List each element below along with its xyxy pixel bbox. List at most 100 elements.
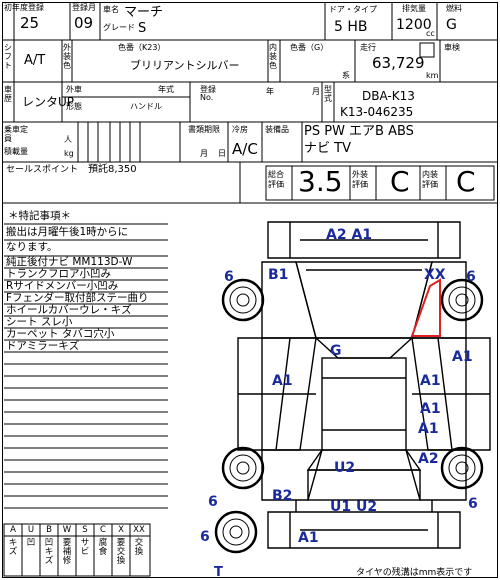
doc-day-unit: 日	[218, 149, 226, 158]
damage-windshield: G	[330, 343, 342, 359]
legend-code: W	[62, 525, 72, 535]
sales-point-value: 預託8,350	[88, 164, 137, 175]
note-line: 搬出は月曜午後1時からに	[6, 226, 129, 238]
damage-right-rear-door: A1	[420, 401, 441, 417]
reg-month-value: 09	[74, 14, 94, 32]
legend-meaning: 凹キズ	[44, 538, 54, 566]
tire-rear-left: 6	[208, 494, 218, 510]
damage-left-rear-quarter: B2	[272, 488, 293, 504]
damage-right-cowl: A1	[452, 349, 473, 365]
equipment-label: 装備品	[265, 125, 289, 134]
damage-trunk: U2	[334, 460, 356, 476]
inspection-label: 車検	[444, 43, 460, 52]
history-value: レンタUP	[22, 95, 75, 109]
chassis-value: K13-046235	[340, 105, 414, 119]
door-type-label: ドア・タイプ	[329, 5, 377, 14]
capacity-label: 乗車定員	[4, 125, 28, 143]
damage-rear-bumper: A1	[298, 530, 319, 546]
ac-value: A/C	[232, 140, 258, 158]
model-value: DBA-K13	[362, 89, 415, 103]
note-line: Fフェンダー取付部ステー曲り	[6, 292, 149, 304]
grade-label: グレード	[103, 23, 135, 32]
reg-month-label: 登録月	[72, 3, 96, 12]
car-name-label: 車名	[103, 5, 119, 14]
legend-code: X	[118, 525, 124, 535]
capacity-unit: 人	[64, 135, 72, 144]
model-label: 型式	[324, 85, 332, 103]
damage-right-rear-fender: A2	[418, 451, 439, 467]
handle-label: ハンドル	[130, 102, 162, 111]
fuel-label: 燃料	[446, 4, 462, 13]
mileage-value: 63,729	[372, 54, 425, 72]
legend-code: S	[82, 525, 88, 535]
car-name-value: マーチ	[124, 5, 164, 20]
displacement-unit: cc	[426, 29, 435, 38]
interior-color-code-label: 色番（G）	[290, 43, 329, 52]
legend-code: C	[100, 525, 106, 535]
tire-front-left: 6	[224, 269, 234, 285]
load-unit: kg	[64, 149, 74, 158]
shift-value: A/T	[24, 53, 46, 68]
interior-score-value: C	[456, 165, 476, 198]
first-reg-label: 初年度登録	[4, 3, 44, 12]
first-reg-value: 25	[20, 14, 40, 32]
tire-tread-note: タイヤの残溝はmm表示です	[356, 568, 473, 578]
equipment-line2: ナビ TV	[304, 141, 351, 156]
note-line: カーペット タバコ穴小	[6, 328, 115, 340]
mileage-unit: km	[426, 71, 439, 80]
load-label: 積載量	[4, 147, 28, 156]
note-line: ホイールカバーウレ・キズ	[6, 304, 132, 316]
registration-no-label: 登録 No.	[200, 85, 216, 102]
tire-front-right: 6	[466, 269, 476, 285]
damage-left-door: A1	[272, 373, 293, 389]
door-type-value: 5 HB	[334, 19, 368, 35]
shape-label: 形態	[66, 102, 82, 111]
color-code-label: 色番（K23）	[118, 43, 166, 52]
note-line: シート スレ小	[6, 316, 73, 328]
equipment-line1: PS PW エアB ABS	[304, 124, 414, 139]
legend-meaning: 凹	[26, 538, 36, 548]
interior-color-label: 内装色	[269, 43, 277, 70]
foreign-car-label: 外車	[66, 85, 82, 94]
damage-right-front-door: A1	[420, 373, 441, 389]
color-value: ブリリアントシルバー	[130, 59, 240, 72]
doc-deadline-label: 書類期限	[188, 125, 220, 134]
interior-score-label: 内装評価	[422, 170, 438, 190]
legend-meaning: キズ	[8, 538, 18, 557]
notes-title: ＊特記事項＊	[8, 210, 71, 222]
month-label: 月	[312, 87, 320, 96]
legend-meaning: 交換	[134, 538, 144, 557]
shift-label: シフト	[4, 43, 12, 70]
overall-score-label: 総合評価	[268, 170, 284, 190]
doc-month-unit: 月	[200, 149, 208, 158]
exterior-score-value: C	[390, 165, 410, 198]
history-label: 車歴	[4, 85, 12, 103]
damage-right-front-fender: XX	[424, 267, 446, 283]
tire-spare: 6	[200, 529, 210, 545]
wheels	[214, 278, 484, 554]
damage-highlight	[410, 278, 441, 337]
displacement-label: 排気量	[402, 4, 426, 13]
note-line: Rサイドメンバー小凹み	[6, 280, 119, 292]
exterior-score-label: 外装評価	[352, 170, 368, 190]
damage-trunk-floor: U1 U2	[330, 499, 378, 515]
damage-right-sill: A1	[418, 421, 439, 437]
damage-left-front-fender: B1	[268, 267, 289, 283]
overall-score-value: 3.5	[298, 165, 343, 198]
grade-value: S	[138, 21, 147, 36]
note-line: なります。	[6, 241, 58, 253]
legend-code: XX	[133, 525, 145, 535]
legend-code: A	[10, 525, 16, 535]
exterior-color-label: 外装色	[63, 43, 71, 70]
legend-code: B	[46, 525, 52, 535]
note-line: ドアミラーキズ	[6, 340, 80, 352]
legend-code: U	[27, 525, 35, 535]
tire-rear-right: 6	[468, 496, 478, 512]
car-diagram	[237, 221, 491, 549]
model-year-label: 年式	[158, 85, 174, 94]
legend-meaning: 要補修	[62, 538, 72, 566]
legend-meaning: サビ	[80, 538, 90, 557]
note-line: 純正後付ナビ MM113D-W	[6, 256, 133, 268]
